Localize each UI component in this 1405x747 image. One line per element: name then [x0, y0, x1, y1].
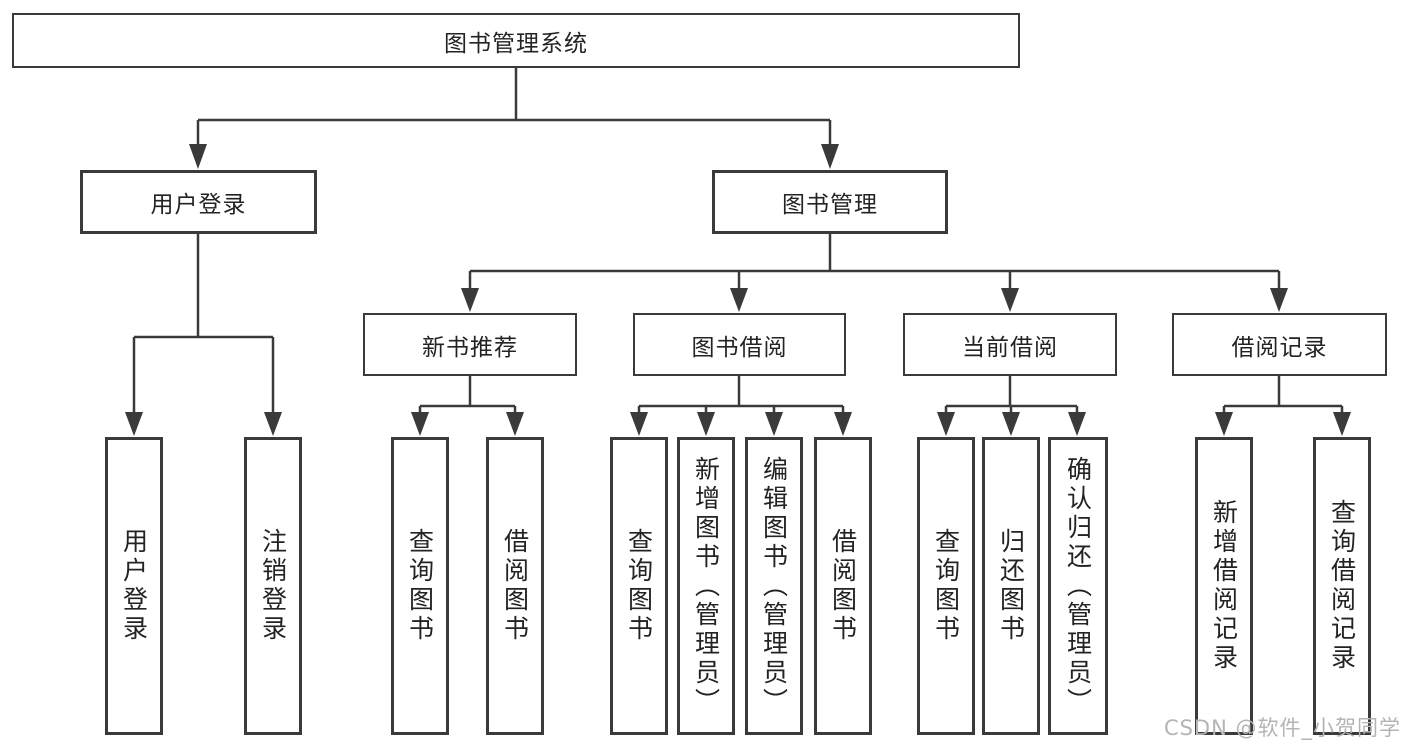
leaf-label: 查询借阅记录 [1327, 499, 1357, 673]
leaf-confirm-return-admin: 确认归还（管理员） [1048, 437, 1108, 735]
leaf-label: 查询图书 [624, 528, 654, 644]
leaf-label: 注销登录 [258, 528, 288, 644]
leaf-label: 编辑图书（管理员） [759, 455, 789, 717]
leaf-query-books-borrowing: 查询图书 [610, 437, 668, 735]
leaf-label: 查询图书 [405, 528, 435, 644]
node-new-book-recommend: 新书推荐 [363, 313, 577, 376]
node-current-borrowing: 当前借阅 [903, 313, 1117, 376]
node-borrowing-records: 借阅记录 [1172, 313, 1387, 376]
node-label: 图书管理系统 [444, 30, 588, 57]
leaf-label: 借阅图书 [500, 528, 530, 644]
leaf-query-books-current: 查询图书 [917, 437, 975, 735]
leaf-query-books-recommend: 查询图书 [391, 437, 449, 735]
node-label: 借阅记录 [1231, 334, 1328, 361]
node-user-login: 用户登录 [80, 170, 317, 234]
node-label: 图书借阅 [691, 334, 788, 361]
leaf-query-borrow-record: 查询借阅记录 [1313, 437, 1371, 735]
arrowheads [125, 144, 1351, 436]
leaf-user-login: 用户登录 [105, 437, 163, 735]
node-label: 新书推荐 [422, 334, 518, 361]
leaf-add-books-admin: 新增图书（管理员） [677, 437, 735, 735]
leaf-label: 借阅图书 [828, 528, 858, 644]
leaf-borrow-books: 借阅图书 [814, 437, 872, 735]
csdn-watermark: CSDN @软件_小贺同学 [1163, 716, 1401, 740]
leaf-logout: 注销登录 [244, 437, 302, 735]
leaf-edit-books-admin: 编辑图书（管理员） [745, 437, 803, 735]
node-label: 图书管理 [782, 192, 878, 218]
node-library-management-system: 图书管理系统 [12, 13, 1020, 68]
node-label: 用户登录 [150, 192, 247, 218]
leaf-label: 归还图书 [996, 528, 1026, 644]
leaf-label: 新增图书（管理员） [691, 455, 721, 717]
leaf-label: 新增借阅记录 [1209, 499, 1239, 673]
node-book-borrowing: 图书借阅 [633, 313, 846, 376]
node-book-management: 图书管理 [712, 170, 948, 234]
node-label: 当前借阅 [962, 334, 1058, 361]
leaf-label: 查询图书 [931, 528, 961, 644]
leaf-borrow-books-recommend: 借阅图书 [486, 437, 544, 735]
leaf-label: 用户登录 [119, 528, 149, 644]
leaf-add-borrow-record: 新增借阅记录 [1195, 437, 1253, 735]
leaf-label: 确认归还（管理员） [1063, 455, 1093, 717]
leaf-return-books: 归还图书 [982, 437, 1040, 735]
